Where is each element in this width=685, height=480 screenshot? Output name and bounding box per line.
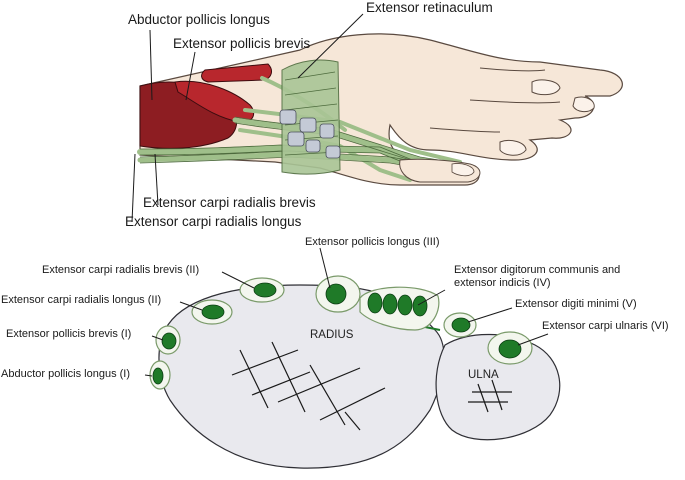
tendon-apl bbox=[152, 367, 164, 385]
cross-section bbox=[149, 275, 561, 469]
radius-hatch bbox=[231, 341, 386, 431]
tendon-ecrb bbox=[253, 282, 277, 298]
label-radius: RADIUS bbox=[310, 329, 354, 341]
tendon-epl bbox=[325, 283, 347, 305]
label-epl-iii: Extensor pollicis longus (III) bbox=[305, 236, 440, 248]
label-ecrb-ii: Extensor carpi radialis brevis (II) bbox=[42, 264, 200, 276]
ulna-hatch bbox=[468, 379, 512, 413]
tendon-edc bbox=[367, 292, 383, 314]
finger-nail bbox=[572, 96, 595, 113]
tendon-cross-sections bbox=[152, 282, 522, 385]
label-ulna: ULNA bbox=[468, 369, 499, 381]
thumb-nail bbox=[451, 163, 475, 177]
label-ecrl-ii: Extensor carpi radialis longus (II) bbox=[1, 294, 162, 306]
tendon-ecrl bbox=[201, 304, 225, 320]
hand-illustration bbox=[137, 33, 623, 186]
label-extensor-carpi-radialis-longus: Extensor carpi radialis longus bbox=[125, 214, 302, 229]
tendon-epb bbox=[161, 332, 177, 350]
label-extensor-pollicis-brevis: Extensor pollicis brevis bbox=[173, 36, 311, 51]
finger-crease bbox=[429, 127, 501, 133]
finger-nail bbox=[531, 79, 561, 96]
label-ecu-vi: Extensor carpi ulnaris (VI) bbox=[542, 320, 669, 332]
hand-leader-lines bbox=[131, 13, 364, 223]
tendon-edc bbox=[412, 295, 428, 317]
label-extensor-retinaculum: Extensor retinaculum bbox=[366, 0, 493, 15]
tendon-edm bbox=[451, 317, 471, 333]
label-apl-i: Abductor pollicis longus (I) bbox=[1, 368, 131, 380]
tendon-sheaths bbox=[279, 109, 341, 159]
finger-crease bbox=[469, 99, 561, 104]
muscle-extensor-pollicis-brevis bbox=[174, 80, 255, 123]
finger-crease bbox=[479, 67, 546, 72]
tendon-edc bbox=[397, 294, 413, 316]
label-edc-iv: Extensor digitorum communis and extensor… bbox=[454, 264, 621, 289]
tendon-ecu bbox=[498, 339, 522, 359]
label-epb-i: Extensor pollicis brevis (I) bbox=[6, 328, 132, 340]
label-extensor-carpi-radialis-brevis: Extensor carpi radialis brevis bbox=[143, 195, 316, 210]
radius-bone bbox=[158, 284, 445, 469]
finger-nail bbox=[499, 139, 527, 156]
section-leader-lines bbox=[144, 247, 549, 377]
label-abductor-pollicis-longus: Abductor pollicis longus bbox=[128, 12, 270, 27]
tendon-edc bbox=[382, 293, 398, 315]
label-edm-v: Extensor digiti minimi (V) bbox=[515, 298, 637, 310]
